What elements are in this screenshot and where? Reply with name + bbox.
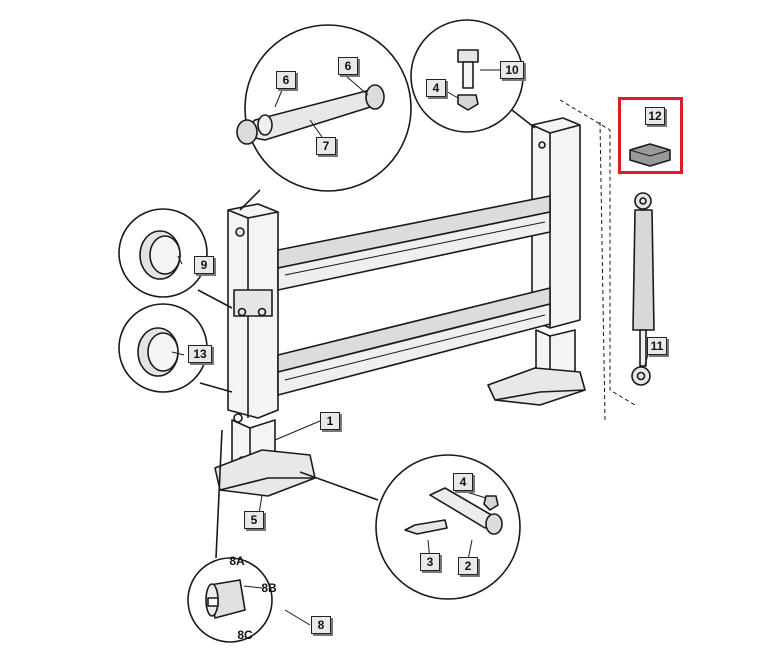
callout-13: 13 [188, 345, 212, 363]
callout-4-bottom: 4 [453, 473, 473, 491]
upper-crossbar [277, 195, 551, 291]
callout-5: 5 [244, 511, 264, 529]
detail-circle-plug-8 [187, 429, 273, 643]
lower-crossbar [277, 287, 551, 396]
callout-4-top: 4 [426, 79, 446, 97]
callout-8: 8 [311, 616, 331, 634]
callout-12: 12 [645, 107, 665, 125]
callout-11: 11 [647, 337, 667, 355]
left-foot [214, 449, 316, 497]
callout-1: 1 [320, 412, 340, 430]
callout-8c: 8C [237, 628, 253, 642]
highlight-box-part-12 [618, 97, 683, 174]
callout-8b: 8B [261, 581, 277, 595]
wall-outline [559, 99, 636, 421]
leader-lines [171, 69, 652, 626]
cap-part-12 [629, 143, 671, 167]
callout-2: 2 [458, 557, 478, 575]
gas-spring [631, 192, 655, 386]
callout-3: 3 [420, 553, 440, 571]
callout-9: 9 [194, 256, 214, 274]
detail-circle-foot-hardware [299, 454, 521, 600]
callout-6-left: 6 [276, 71, 296, 89]
detail-circle-plug-13 [118, 303, 233, 393]
callout-10: 10 [500, 61, 524, 79]
right-upright [531, 117, 581, 381]
detail-circle-plug-9 [118, 208, 233, 309]
callout-8a: 8A [229, 554, 245, 568]
detail-circle-pin [236, 24, 412, 211]
callout-6-right: 6 [338, 57, 358, 75]
left-upright [227, 203, 279, 479]
callout-7: 7 [316, 137, 336, 155]
